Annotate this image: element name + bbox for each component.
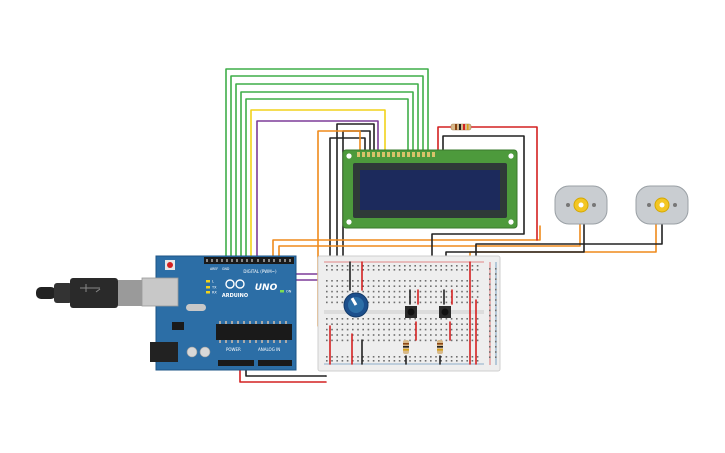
lcd-mount-hole [508, 153, 514, 159]
usb-cable [36, 278, 142, 308]
led-l-label: L [212, 280, 214, 284]
led-rx-label: RX [212, 291, 217, 295]
gnd-label: GND [222, 267, 230, 271]
arduino-logo-icon [225, 279, 245, 289]
resistor-backlight [450, 123, 472, 131]
digital-header [204, 257, 294, 264]
lcd-mount-hole [508, 219, 514, 225]
digital-label: DIGITAL (PWM~) [243, 269, 277, 274]
breadboard-holes [326, 265, 497, 362]
potentiometer[interactable] [343, 292, 369, 318]
arduino-model: UNO [255, 283, 278, 293]
wires [225, 68, 663, 383]
wire-yellow [250, 109, 386, 259]
wire-green-5 [245, 98, 409, 259]
lcd-header-pins [357, 152, 435, 157]
wire-black-lcd-3 [329, 137, 366, 263]
lcd-mount-hole [346, 219, 352, 225]
atmega-chip [216, 324, 292, 340]
pushbutton-2[interactable] [439, 306, 451, 318]
resistor-button-1 [403, 340, 409, 354]
power-jack [150, 342, 178, 362]
wire-red-backlight [437, 126, 453, 157]
resistor-button-2 [437, 340, 443, 354]
power-label: POWER [226, 347, 241, 352]
wire-black-backlight [431, 135, 525, 263]
dc-motor-2[interactable] [635, 185, 689, 225]
wire-orange-motor1 [278, 223, 581, 259]
usb-port [141, 277, 179, 307]
led-on-label: ON [286, 290, 292, 294]
power-header [218, 360, 254, 366]
pushbutton-1[interactable] [405, 306, 417, 318]
aref-label: AREF [210, 267, 218, 271]
wire-green-2 [230, 75, 424, 259]
wire-green-3 [235, 83, 419, 259]
arduino-brand: ARDUINO [222, 293, 248, 299]
wire-purple-top [256, 120, 379, 259]
wire-orange-arduino [272, 225, 541, 259]
wire-red-backlight-2 [469, 126, 538, 241]
icsp-header [172, 322, 184, 330]
lcd-module[interactable] [342, 149, 518, 229]
wire-green-1 [225, 68, 429, 259]
analog-header [258, 360, 292, 366]
analog-label: ANALOG IN [258, 347, 280, 352]
dc-motor-1[interactable] [554, 185, 608, 225]
led-tx-label: TX [211, 286, 217, 290]
wire-black-motor2 [475, 223, 663, 263]
lcd-screen [360, 170, 500, 210]
lcd-mount-hole [346, 153, 352, 159]
breadboard-jumpers [325, 261, 477, 377]
wire-black-lcd-1 [336, 123, 375, 263]
arduino-uno[interactable]: DIGITAL (PWM~) AREF GND TX RX L ON ARDUI… [141, 255, 297, 371]
wire-green-4 [240, 91, 414, 259]
